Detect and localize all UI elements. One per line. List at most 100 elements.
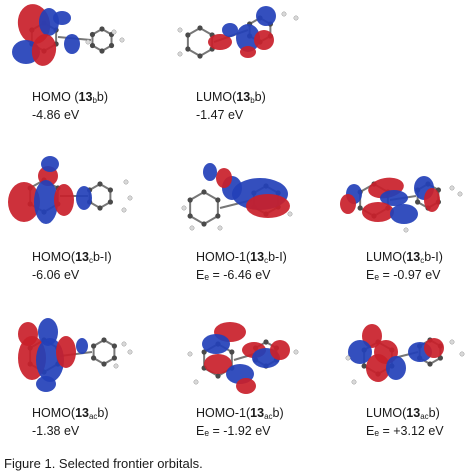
homo-orbital-plot bbox=[18, 318, 133, 392]
carbon-atom bbox=[197, 25, 203, 31]
negative-orbital-lobe bbox=[256, 6, 276, 26]
hydrogen-atom bbox=[187, 351, 193, 357]
carbon-atom bbox=[357, 205, 363, 211]
hydrogen-atom bbox=[177, 27, 183, 33]
energy-lumo-13cb: Eₑ = -0.97 eV bbox=[366, 268, 441, 282]
positive-orbital-lobe bbox=[54, 184, 74, 216]
orbital-image-homo1-13acb bbox=[170, 312, 310, 402]
carbon-atom bbox=[215, 197, 221, 203]
carbon-atom bbox=[185, 46, 191, 52]
positive-orbital-lobe bbox=[56, 336, 76, 368]
energy-lumo-13bb: -1.47 eV bbox=[196, 108, 244, 122]
hydrogen-atom bbox=[127, 195, 133, 201]
lumo-orbital-plot bbox=[340, 176, 463, 233]
negative-orbital-lobe bbox=[390, 204, 418, 224]
carbon-atom bbox=[111, 355, 117, 361]
carbon-atom bbox=[101, 361, 107, 367]
hydrogen-atom bbox=[449, 339, 455, 345]
carbon-atom bbox=[229, 349, 235, 355]
negative-orbital-lobe bbox=[348, 340, 372, 364]
molecule-ring bbox=[88, 182, 112, 210]
positive-orbital-lobe bbox=[246, 194, 290, 218]
negative-orbital-lobe bbox=[36, 376, 56, 392]
positive-orbital-lobe bbox=[8, 182, 40, 222]
positive-orbital-lobe bbox=[424, 188, 440, 212]
hydrogen-atom bbox=[127, 349, 133, 355]
carbon-atom bbox=[89, 42, 96, 49]
negative-orbital-lobe bbox=[202, 334, 230, 354]
positive-orbital-lobe bbox=[362, 324, 382, 348]
hydrogen-atom bbox=[351, 379, 357, 385]
hydrogen-atom bbox=[113, 363, 119, 369]
label-lumo-13acb: LUMO(13acb) Eₑ = +3.12 eV bbox=[366, 406, 444, 438]
carbon-atom bbox=[97, 181, 103, 187]
positive-orbital-lobe bbox=[240, 46, 256, 58]
orbital-image-homo1-13cb bbox=[170, 152, 310, 244]
carbon-atom bbox=[91, 355, 97, 361]
carbon-atom bbox=[215, 373, 221, 379]
homo-orbital-plot bbox=[8, 156, 133, 224]
figure-caption: Figure 1. Selected frontier orbitals. bbox=[4, 456, 203, 471]
orbital-image-lumo-13bb bbox=[170, 2, 310, 82]
molecule-ring bbox=[92, 338, 116, 366]
hydrogen-atom bbox=[217, 225, 223, 231]
negative-orbital-lobe bbox=[76, 338, 88, 354]
hydrogen-atom bbox=[293, 349, 299, 355]
molecule-ring bbox=[91, 27, 113, 53]
positive-orbital-lobe bbox=[216, 168, 232, 188]
negative-orbital-lobe bbox=[386, 356, 406, 380]
carbon-atom bbox=[111, 343, 117, 349]
carbon-atom bbox=[101, 337, 107, 343]
positive-orbital-lobe bbox=[236, 378, 256, 394]
molecule-ring bbox=[189, 190, 219, 226]
lumo-orbital-plot bbox=[177, 6, 299, 59]
hydrogen-atom bbox=[459, 351, 465, 357]
energy-lumo-13acb: Eₑ = +3.12 eV bbox=[366, 424, 444, 438]
hydrogen-atom bbox=[449, 185, 455, 191]
carbon-atom bbox=[197, 53, 203, 59]
carbon-atom bbox=[99, 26, 105, 32]
positive-orbital-lobe bbox=[208, 34, 232, 50]
carbon-atom bbox=[201, 221, 207, 227]
energy-homo-13bb: -4.86 eV bbox=[32, 108, 80, 122]
label-homo-13cb: HOMO(13cb-I) -6.06 eV bbox=[32, 250, 112, 282]
carbon-atom bbox=[415, 199, 421, 205]
positive-orbital-lobe bbox=[204, 354, 232, 374]
positive-orbital-lobe bbox=[270, 340, 290, 360]
hydrogen-atom bbox=[119, 37, 125, 43]
carbon-atom bbox=[99, 48, 105, 54]
hydrogen-atom bbox=[111, 29, 117, 35]
homo-1-orbital-plot bbox=[181, 163, 293, 231]
hydrogen-atom bbox=[181, 205, 187, 211]
carbon-atom bbox=[97, 205, 103, 211]
negative-orbital-lobe bbox=[236, 24, 260, 52]
homo-1-orbital-plot bbox=[187, 322, 299, 394]
positive-orbital-lobe bbox=[254, 30, 274, 50]
carbon-atom bbox=[107, 199, 113, 205]
orbital-image-lumo-13acb bbox=[334, 312, 470, 402]
lumo-orbital-plot bbox=[345, 324, 465, 385]
carbon-atom bbox=[108, 42, 115, 49]
energy-homo1-13acb: Eₑ = -1.92 eV bbox=[196, 424, 271, 438]
hydrogen-atom bbox=[121, 207, 127, 213]
carbon-atom bbox=[187, 213, 193, 219]
orbital-image-homo-13bb bbox=[4, 2, 134, 82]
label-homo1-13acb: HOMO-1(13acb) Eₑ = -1.92 eV bbox=[196, 406, 284, 438]
negative-orbital-lobe bbox=[76, 186, 92, 210]
negative-orbital-lobe bbox=[222, 23, 238, 37]
energy-homo1-13cb: Eₑ = -6.46 eV bbox=[196, 268, 271, 282]
positive-orbital-lobe bbox=[366, 354, 390, 382]
carbon-atom bbox=[201, 349, 207, 355]
carbon-atom bbox=[187, 197, 193, 203]
negative-orbital-lobe bbox=[34, 180, 58, 224]
label-homo-13bb: HOMO (13bb) -4.86 eV bbox=[32, 90, 109, 122]
carbon-atom bbox=[91, 343, 97, 349]
label-homo-13acb: HOMO(13acb) -1.38 eV bbox=[32, 406, 109, 438]
negative-orbital-lobe bbox=[64, 34, 80, 54]
orbital-image-lumo-13cb bbox=[334, 160, 470, 240]
carbon-atom bbox=[263, 339, 269, 345]
homo-orbital-plot bbox=[12, 4, 125, 66]
hydrogen-atom bbox=[345, 355, 351, 361]
carbon-atom bbox=[201, 189, 207, 195]
negative-orbital-lobe bbox=[203, 163, 217, 181]
